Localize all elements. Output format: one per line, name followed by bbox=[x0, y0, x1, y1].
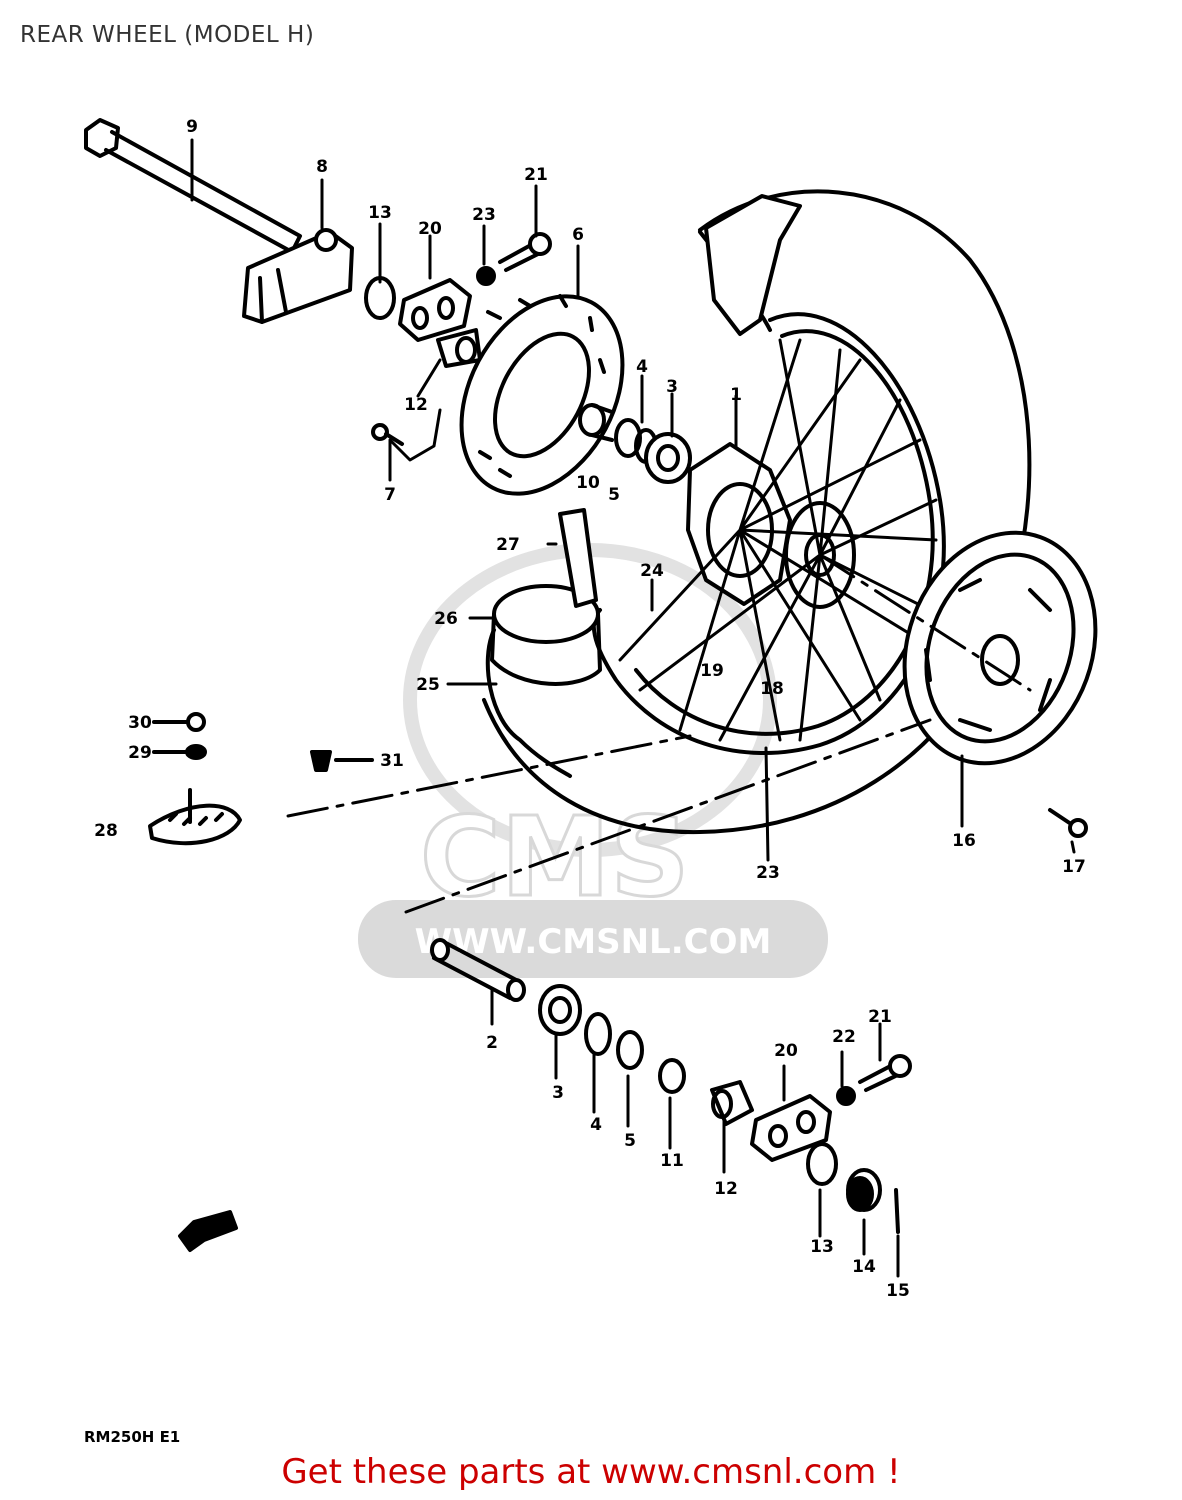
valve-cap-part-31 bbox=[310, 750, 374, 772]
callout-8: 8 bbox=[316, 157, 328, 177]
callout-27: 27 bbox=[496, 535, 520, 555]
callout-12: 12 bbox=[404, 395, 428, 415]
assembly-centerline bbox=[286, 553, 1032, 914]
callout-31: 31 bbox=[380, 751, 404, 771]
lower-bearing-set bbox=[538, 984, 754, 1126]
callout-10: 10 bbox=[576, 473, 600, 493]
wheel-hub-part-1 bbox=[686, 442, 856, 609]
spacer-part-2 bbox=[430, 938, 526, 1002]
callout-4-lower: 4 bbox=[590, 1115, 602, 1135]
callout-26: 26 bbox=[434, 609, 458, 629]
callout-5: 5 bbox=[608, 485, 620, 505]
axle-nut-part-14 bbox=[846, 1168, 882, 1212]
callout-1: 1 bbox=[730, 385, 742, 405]
callout-3-lower: 3 bbox=[552, 1083, 564, 1103]
callout-7: 7 bbox=[384, 485, 396, 505]
callout-15: 15 bbox=[886, 1281, 910, 1301]
spacer-part-10 bbox=[578, 403, 614, 442]
callout-5-lower: 5 bbox=[624, 1131, 636, 1151]
callout-20: 20 bbox=[418, 219, 442, 239]
callout-22: 23 bbox=[472, 205, 496, 225]
callout-28: 28 bbox=[94, 821, 118, 841]
callout-11: 11 bbox=[660, 1151, 684, 1171]
brake-disc-part-6 bbox=[459, 294, 625, 496]
watermark-url: WWW.CMSNL.COM bbox=[415, 922, 772, 962]
lower-spacer-part-13 bbox=[806, 1142, 838, 1186]
callout-29: 29 bbox=[128, 743, 152, 763]
callout-13-lower: 13 bbox=[810, 1237, 834, 1257]
sprocket-bolt-part-17 bbox=[1048, 808, 1088, 838]
footer-parts-link[interactable]: Get these parts at www.cmsnl.com ! bbox=[281, 1452, 901, 1492]
upper-bolt-part-21 bbox=[476, 232, 552, 286]
rear-sprocket-part-16 bbox=[902, 530, 1098, 766]
leader-lines bbox=[190, 138, 1076, 1278]
valve-part-27 bbox=[558, 508, 598, 608]
callout-22-lower: 22 bbox=[832, 1027, 856, 1047]
callouts: 9 8 13 20 23 21 6 12 7 10 5 4 3 1 27 24 … bbox=[94, 117, 1086, 1301]
page-title: REAR WHEEL (MODEL H) bbox=[20, 22, 315, 48]
cotter-pin-part-15 bbox=[894, 1188, 900, 1234]
callout-17: 17 bbox=[1062, 857, 1086, 877]
washer-part-29 bbox=[152, 744, 207, 760]
callout-20-lower: 20 bbox=[774, 1041, 798, 1061]
rim-lock-part-28 bbox=[148, 788, 242, 846]
callout-21: 21 bbox=[524, 165, 548, 185]
chain-adjuster-part-8 bbox=[242, 228, 354, 324]
callout-18: 18 bbox=[760, 679, 784, 699]
lower-adjuster-part-20 bbox=[750, 1094, 832, 1162]
callout-2: 2 bbox=[486, 1033, 498, 1053]
screw-part-7 bbox=[371, 423, 404, 446]
callout-19: 19 bbox=[700, 661, 724, 681]
callout-25: 25 bbox=[416, 675, 440, 695]
lower-bolt-part-21 bbox=[836, 1054, 912, 1106]
callout-6: 6 bbox=[572, 225, 584, 245]
callout-23: 23 bbox=[756, 863, 780, 883]
callout-30: 30 bbox=[128, 713, 152, 733]
callout-9: 9 bbox=[186, 117, 198, 137]
model-code: RM250H E1 bbox=[84, 1428, 180, 1446]
callout-14: 14 bbox=[852, 1257, 876, 1277]
callout-4: 4 bbox=[636, 357, 648, 377]
callout-3: 3 bbox=[666, 377, 678, 397]
callout-21-lower: 21 bbox=[868, 1007, 892, 1027]
front-direction-arrow bbox=[178, 1210, 238, 1252]
nut-part-30 bbox=[152, 712, 206, 732]
upper-spacer-set bbox=[364, 276, 482, 368]
upper-bearing-set bbox=[614, 418, 692, 484]
watermark: CMS WWW.CMSNL.COM bbox=[358, 543, 828, 978]
callout-16: 16 bbox=[952, 831, 976, 851]
callout-13: 13 bbox=[368, 203, 392, 223]
rim-band-part-26 bbox=[485, 584, 602, 778]
callout-12-lower: 12 bbox=[714, 1179, 738, 1199]
spokes-part-24 bbox=[618, 338, 938, 742]
callout-24: 24 bbox=[640, 561, 664, 581]
